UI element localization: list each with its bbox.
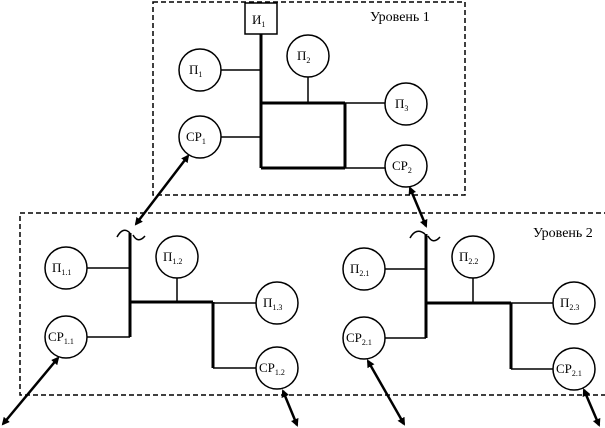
source-node-i1[interactable]: И1 bbox=[244, 2, 278, 35]
node-p3[interactable]: П3 bbox=[384, 82, 428, 126]
svg-text:П1: П1 bbox=[189, 62, 202, 79]
node-p1-2[interactable]: П1.2 bbox=[155, 235, 199, 279]
svg-text:П2.1: П2.1 bbox=[350, 261, 369, 278]
node-cp2[interactable]: СР2 bbox=[384, 144, 428, 188]
node-cp1[interactable]: СР1 bbox=[178, 115, 222, 159]
svg-text:П2.2: П2.2 bbox=[459, 249, 478, 266]
svg-text:СР2.1: СР2.1 bbox=[346, 330, 372, 347]
svg-text:И1: И1 bbox=[252, 12, 265, 29]
svg-text:СР2.1: СР2.1 bbox=[556, 361, 582, 378]
level-2-right-network: П2.1 П2.2 П2.3 СР2.1 СР2.1 bbox=[342, 230, 596, 391]
arrow-cp2-2-down bbox=[582, 388, 601, 427]
svg-text:П2: П2 bbox=[297, 48, 310, 65]
svg-text:П3: П3 bbox=[395, 96, 408, 113]
node-cp2-2[interactable]: СР2.1 bbox=[552, 347, 596, 391]
level-1-network: И1 П1 П2 П3 СР1 СР2 bbox=[178, 2, 428, 188]
arrow-cp2-to-level2-right bbox=[408, 186, 428, 228]
svg-text:СР1.2: СР1.2 bbox=[259, 360, 285, 377]
node-cp1-2[interactable]: СР1.2 bbox=[255, 346, 299, 390]
node-p2-1[interactable]: П2.1 bbox=[342, 247, 386, 291]
arrow-cp1-1-down bbox=[1, 356, 60, 426]
arrow-cp1-to-level2-left bbox=[134, 154, 190, 226]
svg-text:П1.1: П1.1 bbox=[52, 260, 71, 277]
node-p1[interactable]: П1 bbox=[178, 48, 222, 92]
node-p1-1[interactable]: П1.1 bbox=[44, 246, 88, 290]
bus-break-symbol bbox=[116, 229, 146, 241]
node-cp1-1[interactable]: СР1.1 bbox=[44, 315, 88, 359]
bus-break-symbol bbox=[409, 230, 441, 242]
level-1-label: Уровень 1 bbox=[370, 10, 430, 25]
svg-text:П1.3: П1.3 bbox=[263, 295, 282, 312]
node-p2[interactable]: П2 bbox=[286, 34, 330, 78]
svg-text:П2.3: П2.3 bbox=[560, 295, 579, 312]
svg-text:П1.2: П1.2 bbox=[163, 249, 182, 266]
arrow-cp1-2-down bbox=[281, 389, 299, 427]
level-2-label: Уровень 2 bbox=[533, 226, 593, 241]
level-2-boundary bbox=[19, 212, 605, 396]
svg-text:СР2: СР2 bbox=[392, 158, 412, 175]
node-cp2-1[interactable]: СР2.1 bbox=[342, 316, 386, 360]
arrow-cp2-1-down bbox=[366, 359, 406, 426]
svg-text:СР1: СР1 bbox=[186, 129, 206, 146]
node-p2-3[interactable]: П2.3 bbox=[552, 281, 596, 325]
level-1-boundary bbox=[152, 1, 466, 196]
level-2-left-network: П1.1 П1.2 П1.3 СР1.1 СР1.2 bbox=[44, 229, 299, 390]
node-p2-2[interactable]: П2.2 bbox=[451, 235, 495, 279]
svg-text:СР1.1: СР1.1 bbox=[48, 329, 74, 346]
node-p1-3[interactable]: П1.3 bbox=[255, 281, 299, 325]
